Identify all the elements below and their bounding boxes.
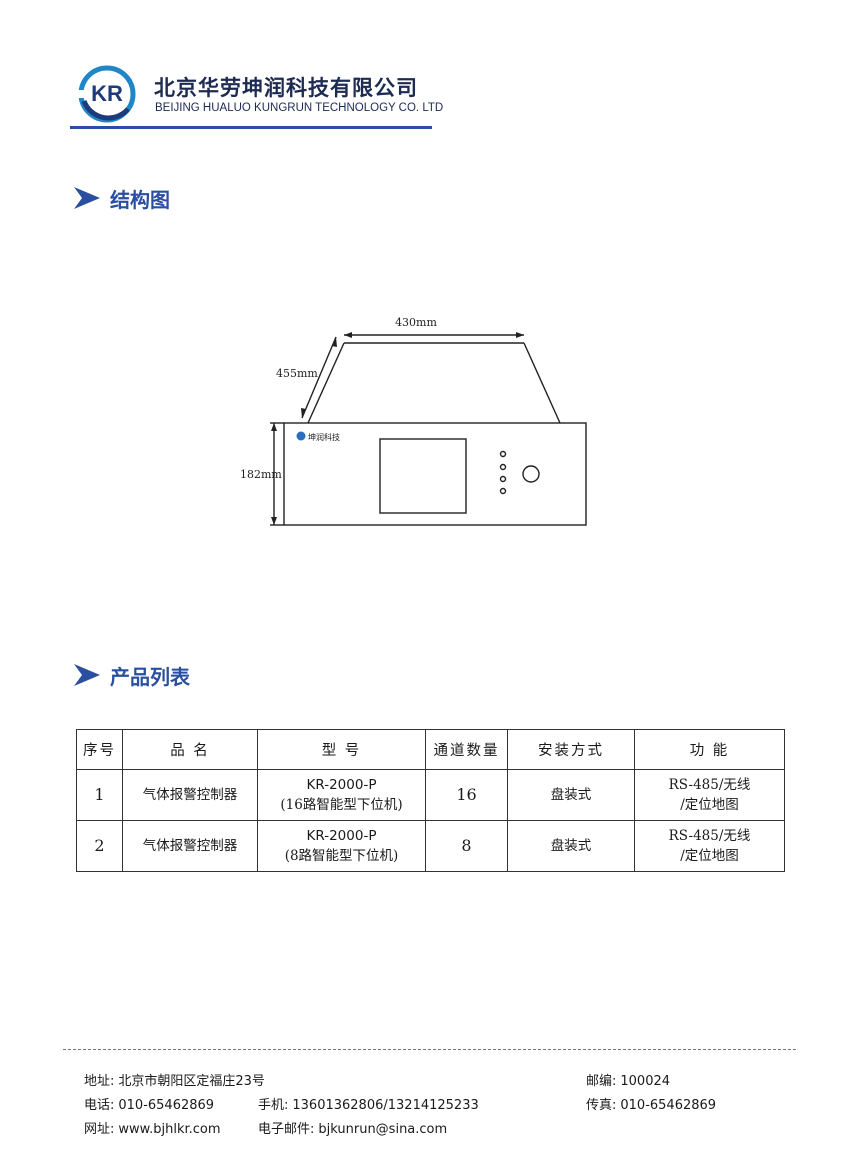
company-header: KR 北京华劳坤润科技有限公司 BEIJING HUALUO KUNGRUN T… xyxy=(78,62,443,132)
row-model: KR-2000-P (8路智能型下位机) xyxy=(257,820,426,872)
model-line1: KR-2000-P xyxy=(306,828,377,844)
fax-label: 传真: xyxy=(586,1098,617,1113)
model-line2: (8路智能型下位机) xyxy=(284,848,399,864)
structure-diagram: 430mm 455mm 182mm 坤润科技 xyxy=(240,316,587,526)
footer-postcode: 邮编:100024 xyxy=(586,1070,670,1089)
height-label: 182mm xyxy=(240,468,282,481)
products-title: 产品列表 xyxy=(110,664,190,689)
footer-fax: 传真:010-65462869 xyxy=(586,1094,716,1113)
function-line2: /定位地图 xyxy=(680,848,739,864)
display-screen xyxy=(379,438,467,514)
row-index: 1 xyxy=(76,769,123,821)
phone-value: 010-65462869 xyxy=(118,1098,215,1113)
address-value: 北京市朝阳区定福庄23号 xyxy=(118,1074,265,1089)
logo-text: KR xyxy=(91,81,123,106)
website-link[interactable]: www.bjhlkr.com xyxy=(118,1122,221,1137)
header-rule xyxy=(70,126,432,129)
header-index: 序号 xyxy=(76,729,123,770)
postcode-label: 邮编: xyxy=(586,1074,617,1089)
indicator-light xyxy=(499,475,507,483)
row-function: RS-485/无线 /定位地图 xyxy=(634,820,785,872)
footer-email: 电子邮件:bjkunrun@sina.com xyxy=(258,1118,447,1137)
address-label: 地址: xyxy=(84,1074,115,1089)
company-name-cn: 北京华劳坤润科技有限公司 xyxy=(154,76,418,100)
row-channels: 8 xyxy=(425,820,508,872)
front-panel xyxy=(283,422,587,526)
header-channels: 通道数量 xyxy=(425,729,508,770)
row-model: KR-2000-P (16路智能型下位机) xyxy=(257,769,426,821)
row-channels: 16 xyxy=(425,769,508,821)
product-table: 序号 品 名 型 号 通道数量 安装方式 功 能 1 气体报警控制器 KR-20… xyxy=(76,729,785,872)
function-line1: RS-485/无线 xyxy=(668,777,751,793)
header-model: 型 号 xyxy=(257,729,426,770)
row-index: 2 xyxy=(76,820,123,872)
row-install: 盘装式 xyxy=(507,820,635,872)
indicator-light xyxy=(499,450,507,458)
depth-label: 455mm xyxy=(276,367,318,380)
table-row: 1 气体报警控制器 KR-2000-P (16路智能型下位机) 16 盘装式 R… xyxy=(76,769,785,821)
arrow-right-icon xyxy=(74,664,100,686)
website-label: 网址: xyxy=(84,1122,115,1137)
depth-dimension-line xyxy=(301,336,337,419)
panel-logo-icon xyxy=(296,431,306,441)
model-line1: KR-2000-P xyxy=(306,777,377,793)
width-label: 430mm xyxy=(395,316,437,329)
footer-divider xyxy=(63,1049,796,1050)
phone-label: 电话: xyxy=(84,1098,115,1113)
footer-address: 地址:北京市朝阳区定福庄23号 xyxy=(84,1070,265,1089)
email-label: 电子邮件: xyxy=(258,1122,315,1137)
table-header-row: 序号 品 名 型 号 通道数量 安装方式 功 能 xyxy=(76,729,785,770)
footer-phone: 电话:010-65462869 xyxy=(84,1094,214,1113)
products-heading: 产品列表 xyxy=(72,660,190,690)
company-name-en: BEIJING HUALUO KUNGRUN TECHNOLOGY CO. LT… xyxy=(155,102,444,114)
row-name: 气体报警控制器 xyxy=(122,820,258,872)
company-logo-icon: KR xyxy=(78,65,136,123)
function-line1: RS-485/无线 xyxy=(668,828,751,844)
panel-brand: 坤润科技 xyxy=(308,432,340,442)
email-link[interactable]: bjkunrun@sina.com xyxy=(318,1122,448,1137)
header-name: 品 名 xyxy=(122,729,258,770)
row-name: 气体报警控制器 xyxy=(122,769,258,821)
row-function: RS-485/无线 /定位地图 xyxy=(634,769,785,821)
arrow-right-icon xyxy=(74,187,100,209)
fax-value: 010-65462869 xyxy=(620,1098,717,1113)
structure-title: 结构图 xyxy=(110,187,170,212)
indicator-light xyxy=(499,463,507,471)
table-row: 2 气体报警控制器 KR-2000-P (8路智能型下位机) 8 盘装式 RS-… xyxy=(76,820,785,872)
footer-mobile: 手机:13601362806/13214125233 xyxy=(258,1094,479,1113)
structure-heading: 结构图 xyxy=(72,183,170,213)
header-function: 功 能 xyxy=(634,729,785,770)
knob xyxy=(522,465,540,483)
row-install: 盘装式 xyxy=(507,769,635,821)
header-install: 安装方式 xyxy=(507,729,635,770)
model-line2: (16路智能型下位机) xyxy=(280,797,403,813)
indicator-light xyxy=(499,487,507,495)
function-line2: /定位地图 xyxy=(680,797,739,813)
postcode-value: 100024 xyxy=(620,1074,671,1089)
mobile-label: 手机: xyxy=(258,1098,289,1113)
footer-website: 网址:www.bjhlkr.com xyxy=(84,1118,221,1137)
mobile-value: 13601362806/13214125233 xyxy=(292,1098,479,1113)
